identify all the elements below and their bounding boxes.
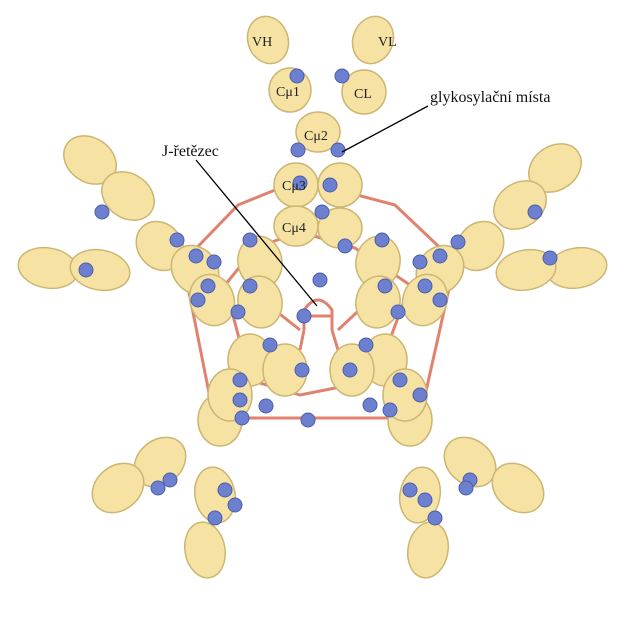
glycosylation-site <box>95 205 109 219</box>
glycosylation-site <box>413 255 427 269</box>
glycosylation-site <box>323 178 337 192</box>
glycosylation-site <box>338 239 352 253</box>
domain-label-cmu4: Cμ4 <box>282 221 306 236</box>
glycosylation-site <box>335 69 349 83</box>
domain-label-cl: CL <box>354 87 372 102</box>
glycosylation-site <box>79 263 93 277</box>
glycosylation-site <box>290 69 304 83</box>
glycosylation-site <box>315 205 329 219</box>
glycosylation-site <box>189 249 203 263</box>
glycosylation-site <box>433 293 447 307</box>
glycosylation-site <box>433 249 447 263</box>
glycosylation-site <box>291 143 305 157</box>
glycosylation-site <box>363 398 377 412</box>
glycosylation-site <box>151 481 165 495</box>
glycosylation-site <box>391 305 405 319</box>
glycosylation-site <box>208 511 222 525</box>
glycosylation-site <box>393 373 407 387</box>
domain-ellipse <box>67 245 133 295</box>
glycosylation-site <box>235 411 249 425</box>
domain-ellipse <box>403 519 452 581</box>
glycosylation-site <box>428 511 442 525</box>
glycosylation-site <box>378 279 392 293</box>
glycosylation-site <box>233 393 247 407</box>
glycosylation-site <box>403 483 417 497</box>
leader-line-glycosylation <box>342 106 428 152</box>
glycosylation-site <box>228 498 242 512</box>
glycosylation-site <box>301 413 315 427</box>
domain-label-cmu1: Cμ1 <box>276 85 300 100</box>
glycosylation-site <box>313 273 327 287</box>
glycosylation-site <box>543 251 557 265</box>
glycosylation-site <box>331 143 345 157</box>
domain-label-vh: VH <box>252 35 272 50</box>
glycosylation-site <box>413 388 427 402</box>
glycosylation-site <box>383 403 397 417</box>
glycosylation-site <box>163 473 177 487</box>
glycosylation-site <box>231 305 245 319</box>
glycosylation-site <box>418 493 432 507</box>
glycosylation-site <box>191 293 205 307</box>
glycosylation-site <box>233 373 247 387</box>
domain-label-cmu3: Cμ3 <box>282 179 306 194</box>
glycosylation-site <box>459 481 473 495</box>
glycosylation-site <box>295 363 309 377</box>
glycosylation-site <box>207 255 221 269</box>
glycosylation-site <box>243 233 257 247</box>
glycosylation-site <box>263 338 277 352</box>
glycosylation-site <box>243 279 257 293</box>
glycosylation-site <box>218 483 232 497</box>
j-chain-shape <box>300 300 338 350</box>
glycosylation-site <box>201 279 215 293</box>
domain-ellipse <box>234 273 286 332</box>
label-glycosylation-sites: glykosylační místa <box>430 89 550 106</box>
glycosylation-site <box>297 309 311 323</box>
glycosylation-site <box>359 338 373 352</box>
label-j-chain: J-řetězec <box>162 143 219 160</box>
domain-ellipse <box>180 519 229 581</box>
domain-label-vl: VL <box>378 35 397 50</box>
domain-label-cmu2: Cμ2 <box>304 129 328 144</box>
glycosylation-site <box>418 279 432 293</box>
glycosylation-site <box>343 363 357 377</box>
glycosylation-site <box>259 399 273 413</box>
glycosylation-site <box>528 205 542 219</box>
glycosylation-site <box>375 233 389 247</box>
glycosylation-site <box>451 235 465 249</box>
glycosylation-site <box>170 233 184 247</box>
